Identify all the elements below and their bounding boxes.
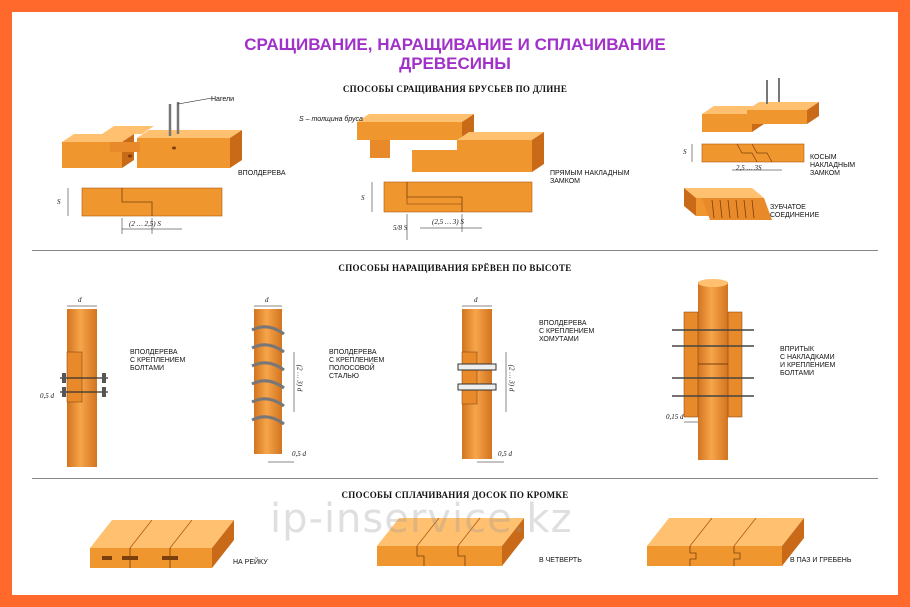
m4-label: ВПРИТЫК С НАКЛАДКАМИ И КРЕПЛЕНИЕМ БОЛТАМ… (780, 346, 836, 377)
m3-dim: 0,5 d (498, 450, 512, 458)
m3-d: d (474, 296, 478, 304)
oblique-s: S (683, 148, 687, 156)
toothed-label: ЗУБЧАТОЕ СОЕДИНЕНИЕ (770, 204, 820, 219)
oblique-lock-plan (691, 143, 805, 171)
lock-s: S (361, 194, 365, 202)
m1-label: ВПОЛДЕРЕВА С КРЕПЛЕНИЕМ БОЛТАМИ (130, 349, 186, 372)
poster-title-line2: ДРЕВЕСИНЫ (399, 54, 511, 73)
s-note: S – толщина бруса (299, 116, 363, 123)
log-bolt-half-lap (60, 305, 108, 467)
poster-title-line1: СРАЩИВАНИЕ, НАРАЩИВАНИЕ И СПЛАЧИВАНИЕ (244, 35, 666, 54)
m2-dim: 0,5 d (292, 450, 306, 458)
m2-d: d (265, 296, 269, 304)
oblique-lock-3d (702, 78, 819, 132)
tongue-groove-label: В ПАЗ И ГРЕБЕНЬ (790, 557, 852, 564)
watermark: ip-inservice.kz (270, 496, 573, 542)
straight-lock-label: ПРЯМЫМ НАКЛАДНЫМ ЗАМКОМ (550, 170, 630, 185)
m1-d: d (78, 296, 82, 304)
half-lap-label: ВПОЛДЕРЕВА (238, 170, 286, 177)
half-lap-s: S (57, 198, 61, 206)
m2-label: ВПОЛДЕРЕВА С КРЕПЛЕНИЕМ ПОЛОСОВОЙ СТАЛЬЮ (329, 349, 385, 380)
quarter-label: В ЧЕТВЕРТЬ (539, 557, 582, 564)
lock-dim-v: 5/8 S (393, 224, 408, 232)
rail-label: НА РЕЙКУ (233, 559, 268, 566)
section3-heading: СПОСОБЫ СПЛАЧИВАНИЯ ДОСОК ПО КРОМКЕ (341, 490, 569, 500)
boards-quarter (377, 517, 524, 566)
m4-dim: 0,15 d (666, 413, 684, 421)
divider-2 (32, 478, 878, 479)
log-clamps (457, 305, 507, 463)
technical-drawings (60, 78, 819, 568)
half-lap-plan (67, 187, 223, 234)
straight-lock-plan (371, 181, 533, 240)
oblique-lock-label: КОСЫМ НАКЛАДНЫМ ЗАМКОМ (810, 154, 856, 177)
half-lap-3d (62, 97, 242, 168)
log-strip-steel (251, 305, 295, 463)
section1-heading: СПОСОБЫ СРАЩИВАНИЯ БРУСЬЕВ ПО ДЛИНЕ (342, 84, 568, 94)
nageli-label: Нагели (211, 96, 235, 103)
divider-1 (32, 250, 878, 251)
m3-dim-v: (2 … 3) d (507, 364, 516, 392)
poster: СРАЩИВАНИЕ, НАРАЩИВАНИЕ И СПЛАЧИВАНИЕ ДР… (12, 12, 898, 595)
log-butt-splice (672, 279, 754, 460)
oblique-dim: 2,5 … 3S (736, 164, 762, 172)
section2-heading: СПОСОБЫ НАРАЩИВАНИЯ БРЁВЕН ПО ВЫСОТЕ (338, 263, 572, 273)
straight-lock-3d (357, 114, 544, 172)
m2-dim-v: (2 … 3) d (295, 364, 304, 392)
boards-on-rail (90, 519, 234, 568)
toothed-joint (684, 188, 772, 220)
m3-label: ВПОЛДЕРЕВА С КРЕПЛЕНИЕМ ХОМУТАМИ (539, 320, 595, 343)
half-lap-dim: (2 … 2,5) S (129, 220, 161, 228)
lock-dim: (2,5 … 3) S (432, 218, 464, 226)
boards-tongue-groove (647, 517, 804, 566)
m1-dim: 0,5 d (40, 392, 54, 400)
